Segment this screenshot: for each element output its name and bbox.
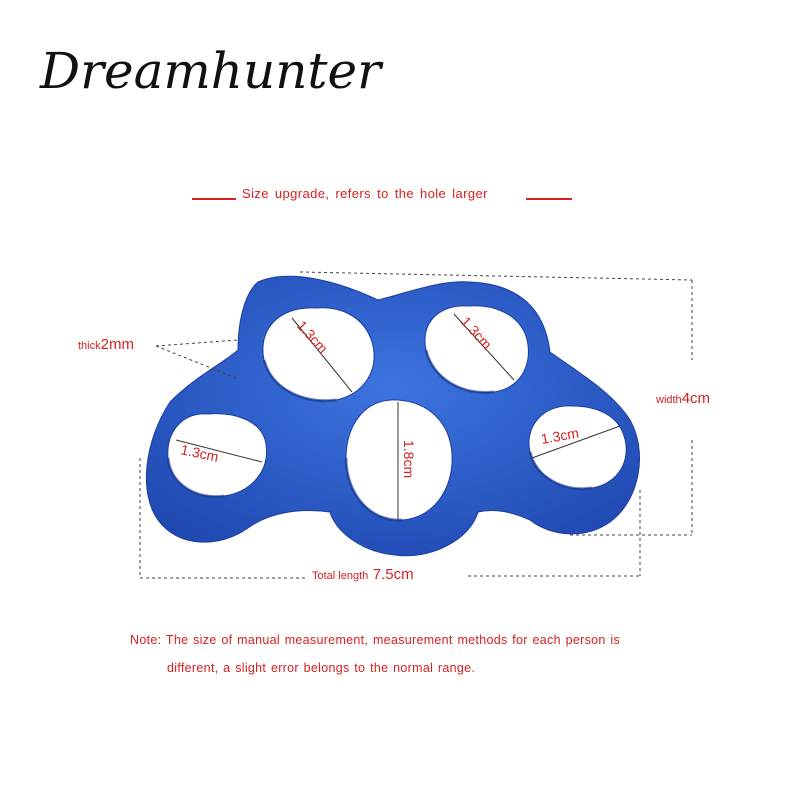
brand-logo: Dreamhunter xyxy=(40,42,381,100)
hole-label-center: 1.8cm xyxy=(401,440,417,478)
width-label: width4cm xyxy=(656,390,710,408)
finger-trainer-band xyxy=(145,275,640,557)
headline-rule-left xyxy=(192,198,236,200)
outer-measure-guides xyxy=(139,271,693,579)
note-line-1: Note: The size of manual measurement, me… xyxy=(130,633,621,647)
brand-logo-text: Dreamhunter xyxy=(40,42,381,100)
width-prefix: width xyxy=(656,394,682,406)
total-length-label: Total length 7.5cm xyxy=(312,566,414,584)
thickness-value: 2mm xyxy=(100,336,134,353)
headline-rule-right xyxy=(526,198,572,200)
total-length-prefix: Total length xyxy=(312,570,369,582)
headline-text: Size upgrade, refers to the hole larger xyxy=(242,186,488,201)
total-length-value: 7.5cm xyxy=(372,566,414,583)
hole-label-left: 1.3cm xyxy=(179,441,220,465)
hole-label-top-right: 1.3cm xyxy=(458,313,495,352)
thickness-label: thick2mm xyxy=(78,336,134,354)
width-value: 4cm xyxy=(681,390,711,407)
hole-label-top-left: 1.3cm xyxy=(294,317,331,356)
note-line-2: different, a slight error belongs to the… xyxy=(167,661,476,675)
measurement-note: Note: The size of manual measurement, me… xyxy=(130,626,620,682)
size-upgrade-headline: Size upgrade, refers to the hole larger xyxy=(0,186,800,206)
hole-dimension-lines xyxy=(175,313,621,520)
thickness-prefix: thick xyxy=(78,340,101,352)
hole-label-right: 1.3cm xyxy=(540,425,580,447)
hole-rims xyxy=(166,349,593,522)
